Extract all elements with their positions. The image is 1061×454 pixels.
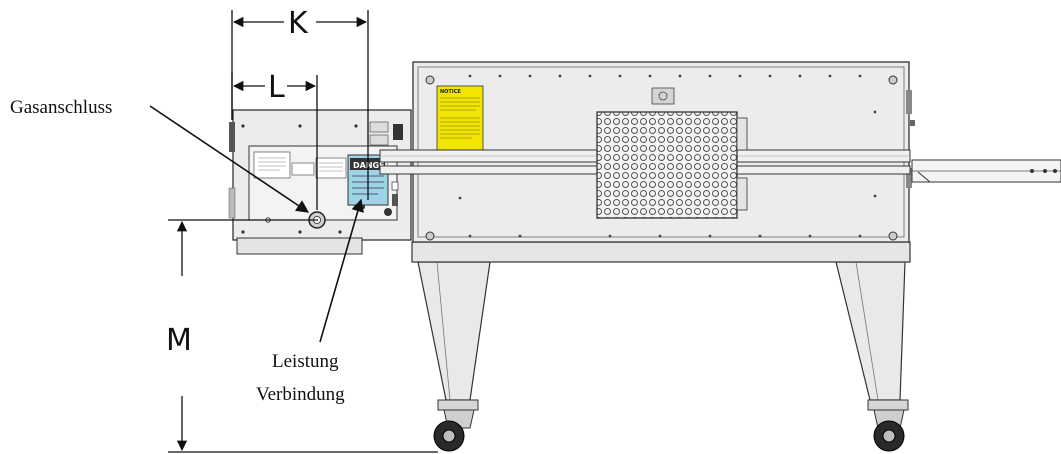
right-caster [867,399,909,452]
gas-connection-callout: Gasanschluss [10,97,310,213]
power-connection-callout: Leistung Verbindung [256,198,364,405]
notice-decal-title: NOTICE [440,89,461,95]
vent-panel [596,111,748,219]
dimension-m-label: M [166,323,192,358]
dimension-l-label: L [268,70,285,105]
dimension-l: L [231,70,318,210]
dimension-k-label: K [288,6,309,41]
dimension-m: M [166,219,438,453]
left-leg [417,261,491,401]
oven-base [411,241,911,263]
power-connection-label-line1: Leistung [272,351,339,372]
right-leg [835,261,906,401]
control-box: DANGER [228,109,412,255]
left-caster [433,399,479,452]
dimension-k: K [231,6,369,200]
power-connection-label-line2: Verbindung [256,384,345,405]
gas-connection-label: Gasanschluss [10,97,112,118]
danger-decal-title: DANGER [353,161,391,170]
